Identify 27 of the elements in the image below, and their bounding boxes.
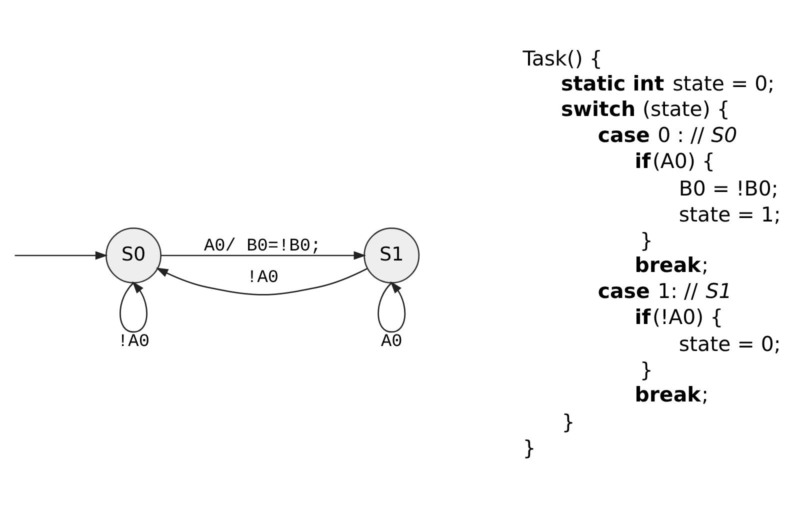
label: } xyxy=(640,358,653,382)
label: state = 1; xyxy=(678,202,781,226)
label: break; xyxy=(634,382,709,406)
label: Task() { xyxy=(522,46,602,70)
label: } xyxy=(562,409,575,434)
arrow xyxy=(120,280,148,332)
label: break; xyxy=(634,252,709,276)
edge-label: A0 xyxy=(380,332,402,352)
label: case 0 : // S0 xyxy=(598,122,738,147)
label: } xyxy=(640,228,653,252)
label: if(!A0) { xyxy=(634,304,724,328)
label: B0 = !B0; xyxy=(678,176,778,200)
label: switch (state) { xyxy=(560,96,730,121)
node-circle: S0 xyxy=(106,227,162,283)
label: static int state = 0; xyxy=(560,70,775,95)
edge-label: !A0 xyxy=(118,332,150,352)
label: case 1: // S1 xyxy=(598,278,732,302)
edge-label: A0/ B0=!B0; xyxy=(204,236,322,256)
arrow xyxy=(378,280,406,332)
arrow xyxy=(156,267,368,295)
node-circle: S1 xyxy=(364,227,420,283)
label: } xyxy=(522,435,536,460)
label: if(A0) { xyxy=(634,148,715,173)
arrow xyxy=(14,250,108,260)
edge-label: !A0 xyxy=(246,267,279,288)
arrow xyxy=(161,250,366,260)
label: state = 0; xyxy=(678,332,781,356)
